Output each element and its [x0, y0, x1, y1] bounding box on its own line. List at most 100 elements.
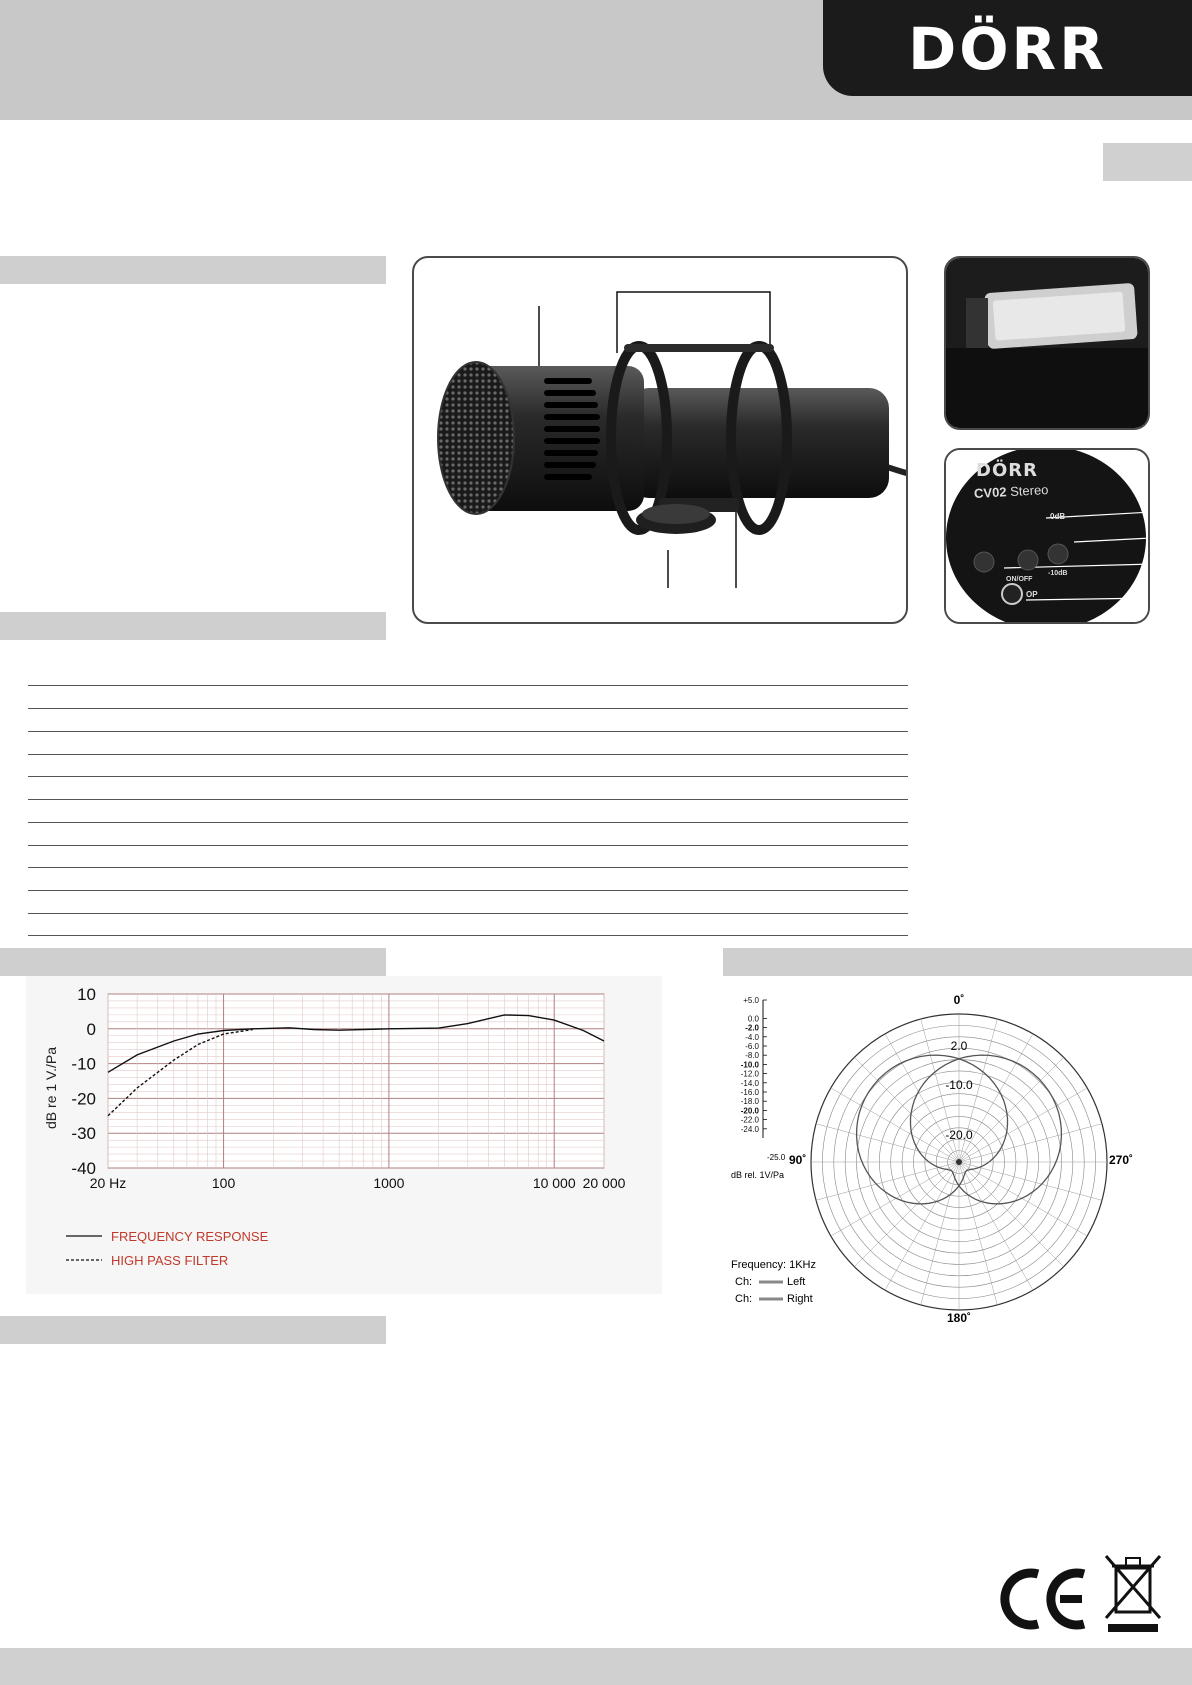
chart-series	[107, 1014, 605, 1117]
channel-name-right: Right	[787, 1293, 813, 1305]
scale-tick-label: -16.0	[741, 1088, 760, 1097]
scale-tick-label: 0.0	[748, 1014, 760, 1023]
label-on-off: ON/OFF	[1006, 576, 1033, 583]
series-line-frequency-response	[107, 1014, 605, 1073]
spec-rule	[28, 822, 908, 823]
section-bar-scope-of-delivery	[0, 1316, 386, 1344]
polar-spoke	[884, 1033, 960, 1163]
ce-mark	[1000, 1566, 1090, 1632]
scale-tick-label: -12.0	[741, 1070, 760, 1079]
spec-rule	[28, 799, 908, 800]
control-panel-illustration	[946, 450, 1148, 622]
polar-spoke	[958, 1123, 1103, 1163]
legend-label-frequency-response: FREQUENCY RESPONSE	[111, 1229, 269, 1244]
polar-spoke	[958, 1161, 998, 1306]
polar-spoke	[830, 1087, 960, 1163]
polar-scale-min: -25.0	[767, 1153, 786, 1162]
x-tick-label: 100	[212, 1175, 236, 1191]
battery-compartment-photo	[944, 256, 1150, 430]
ring-label: 2.0	[951, 1039, 968, 1053]
y-tick-label: 10	[77, 985, 96, 1004]
polar-spoke	[854, 1161, 960, 1267]
spec-rule	[28, 685, 908, 686]
polar-curve-left	[855, 1054, 1009, 1205]
scale-tick-label: +5.0	[743, 996, 759, 1005]
ring-label: -20.0	[945, 1128, 973, 1142]
polar-spoke	[958, 1161, 1103, 1201]
battery-illustration	[946, 258, 1148, 428]
polar-spoke	[958, 1161, 1034, 1291]
legend-label-high-pass-filter: HIGH PASS FILTER	[111, 1253, 228, 1268]
ce-mark-icon	[1000, 1568, 1086, 1630]
polar-frequency-label: Frequency: 1KHz	[731, 1259, 816, 1271]
y-tick-label: -30	[71, 1124, 96, 1143]
polar-spoke	[815, 1123, 960, 1163]
label-output: OP	[1026, 590, 1038, 599]
section-bar-description	[0, 256, 386, 284]
scale-tick-label: -14.0	[741, 1079, 760, 1088]
spec-rule	[28, 890, 908, 891]
angle-label-top: 0˚	[954, 993, 965, 1007]
channel-prefix: Ch:	[735, 1293, 752, 1305]
polar-unit-label: dB rel. 1V/Pa	[731, 1170, 784, 1180]
language-marker	[1103, 143, 1192, 181]
polar-spoke	[815, 1161, 960, 1201]
polar-spoke	[958, 1018, 998, 1163]
weee-bin-icon	[1102, 1552, 1164, 1636]
spec-rule	[28, 913, 908, 914]
x-tick-label: 10 000	[533, 1175, 576, 1191]
spec-rule	[28, 754, 908, 755]
polar-pattern-curve	[855, 1054, 1063, 1205]
control-model-suffix: Stereo	[1009, 482, 1049, 500]
control-brand: DÖRR	[976, 460, 1038, 481]
polar-spoke	[920, 1018, 960, 1163]
polar-spoke	[884, 1161, 960, 1291]
label-zero-db: 0dB	[1050, 512, 1066, 521]
angle-label-left: 90˚	[789, 1153, 806, 1167]
x-axis-ticks: 20 Hz 100 1000 10 000 20 000	[90, 1175, 626, 1191]
x-tick-label: 20 Hz	[90, 1175, 127, 1191]
crossed-bin-icon	[1104, 1555, 1162, 1632]
y-axis-ticks: 100-10-20-30-40	[71, 985, 96, 1178]
section-bar-polar-pattern	[723, 948, 1192, 976]
scale-tick-label: -4.0	[745, 1033, 759, 1042]
microphone-illustration	[437, 291, 906, 588]
spec-rule	[28, 935, 908, 936]
scale-tick-label: -6.0	[745, 1042, 759, 1051]
y-tick-label: -20	[71, 1089, 96, 1108]
section-bar-specifications	[0, 612, 386, 640]
control-panel-photo: DÖRR CV02 Stereo 0dB ON/OFF -10dB OP	[944, 448, 1150, 624]
polar-scale: +5.0 0.0-2.0-4.0-6.0-8.0-10.0-12.0-14.0-1…	[741, 996, 767, 1138]
x-tick-label: 20 000	[583, 1175, 626, 1191]
y-tick-label: 0	[87, 1020, 96, 1039]
plot-area	[107, 993, 605, 1169]
chart-grid	[107, 993, 605, 1169]
polar-curve-right	[909, 1054, 1063, 1205]
polar-spoke	[920, 1161, 960, 1306]
scale-tick-label: -2.0	[745, 1024, 759, 1033]
spec-rule	[28, 708, 908, 709]
scale-tick-label: -24.0	[741, 1125, 760, 1134]
spec-rule	[28, 776, 908, 777]
scale-tick-label: -10.0	[741, 1060, 760, 1069]
logo-tab	[823, 0, 1192, 96]
y-tick-label: -40	[71, 1159, 96, 1178]
channel-prefix: Ch:	[735, 1276, 752, 1288]
polar-center	[956, 1159, 962, 1165]
polar-grid	[810, 1013, 1108, 1311]
x-tick-label: 1000	[373, 1175, 404, 1191]
scale-tick-label: -8.0	[745, 1051, 759, 1060]
scale-tick-label: -20.0	[741, 1106, 760, 1115]
label-minus-db: -10dB	[1048, 570, 1068, 577]
polar-chart-panel: +5.0 0.0-2.0-4.0-6.0-8.0-10.0-12.0-14.0-1…	[723, 992, 1192, 1325]
polar-spoke	[958, 1161, 1088, 1237]
footer-band	[0, 1648, 1192, 1685]
spec-rule	[28, 845, 908, 846]
polar-spoke	[958, 1161, 1064, 1267]
polar-spoke	[958, 1033, 1034, 1163]
polar-spoke	[854, 1057, 960, 1163]
polar-spoke	[958, 1057, 1064, 1163]
angle-label-bottom: 180˚	[947, 1311, 971, 1322]
